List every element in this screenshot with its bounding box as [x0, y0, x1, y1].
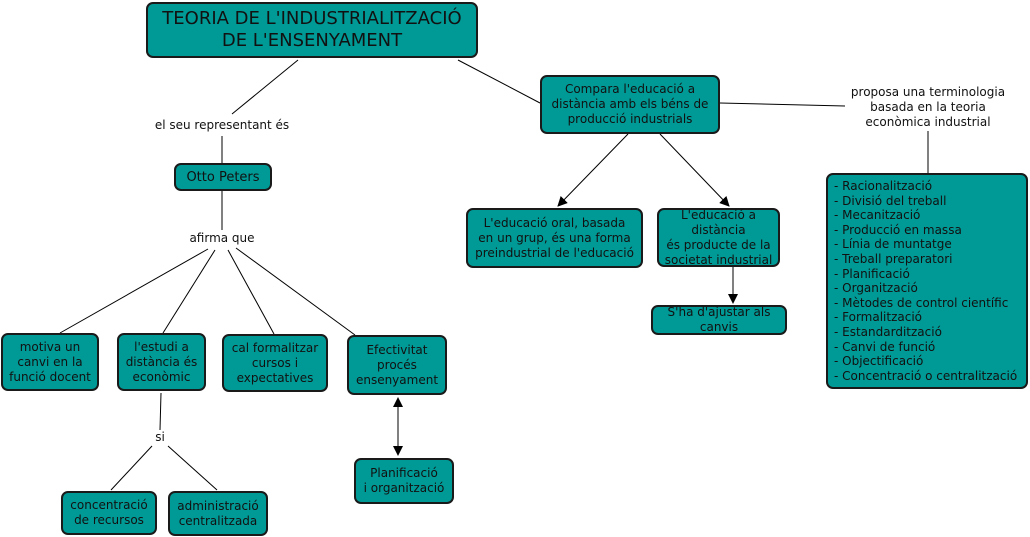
line-afirma-efectivitat	[235, 247, 356, 336]
node-producte-societat[interactable]: L'educació a distància és producte de la…	[657, 208, 780, 267]
node-compara[interactable]: Compara l'educació a distància amb els b…	[540, 75, 720, 134]
terminologia-item: - Treball preparatori	[834, 251, 953, 266]
terminologia-item: - Divisió del treball	[834, 193, 947, 208]
terminologia-item: - Producció en massa	[834, 222, 962, 237]
line-estudi-si	[159, 392, 162, 431]
arrow-compara-producte	[659, 133, 730, 207]
title-node[interactable]: TEORIA DE L'INDUSTRIALITZACIÓ DE L'ENSEN…	[146, 2, 478, 58]
arrow-compara-oral	[557, 133, 629, 207]
line-afirma-motiva	[59, 248, 209, 334]
node-motiva[interactable]: motiva un canvi en la funció docent	[1, 333, 99, 391]
terminologia-item: - Formalització	[834, 310, 923, 325]
node-concentracio[interactable]: concentració de recursos	[61, 491, 157, 535]
terminologia-item: - Estandardització	[834, 324, 942, 339]
link-label-proposa: proposa una terminologia basada en la te…	[845, 85, 1011, 130]
terminologia-item: - Canvi de funció	[834, 339, 936, 354]
line-compara-proposa	[719, 102, 846, 107]
node-estudi[interactable]: l'estudi a distància és econòmic	[117, 333, 206, 391]
node-educacio-oral[interactable]: L'educació oral, basada en un grup, és u…	[466, 208, 643, 268]
node-planificacio[interactable]: Planificació i organització	[354, 458, 454, 504]
node-efectivitat[interactable]: Efectivitat procés ensenyament	[347, 335, 447, 395]
terminologia-item: - Línia de muntatge	[834, 237, 952, 252]
line-si-concentracio	[110, 445, 153, 491]
line-si-administracio	[167, 445, 218, 491]
line-afirma-cal	[227, 249, 275, 335]
terminologia-item: - Objectificació	[834, 354, 924, 369]
terminologia-item: - Concentració o centralització	[834, 368, 1018, 383]
terminologia-item: - Planificació	[834, 266, 910, 281]
line-title-compara	[457, 59, 541, 104]
node-ajustar-canvis[interactable]: S'ha d'ajustar als canvis	[651, 305, 787, 335]
link-label-representant: el seu representant és	[140, 118, 304, 133]
node-administracio[interactable]: administració centralitzada	[168, 491, 268, 536]
node-terminologia-list[interactable]: - Racionalització- Divisió del treball- …	[826, 173, 1028, 389]
terminologia-item: - Organització	[834, 281, 918, 296]
terminologia-item: - Mètodes de control científic	[834, 295, 1009, 310]
line-title-representant	[231, 59, 299, 115]
node-cal-formalitzar[interactable]: cal formalitzar cursos i expectatives	[222, 334, 328, 392]
link-label-afirma: afirma que	[182, 231, 262, 246]
link-label-si: si	[150, 430, 170, 445]
line-afirma-estudi	[162, 249, 216, 334]
node-otto-peters[interactable]: Otto Peters	[174, 163, 272, 191]
terminologia-item: - Racionalització	[834, 179, 933, 193]
terminologia-item: - Mecanització	[834, 208, 921, 223]
